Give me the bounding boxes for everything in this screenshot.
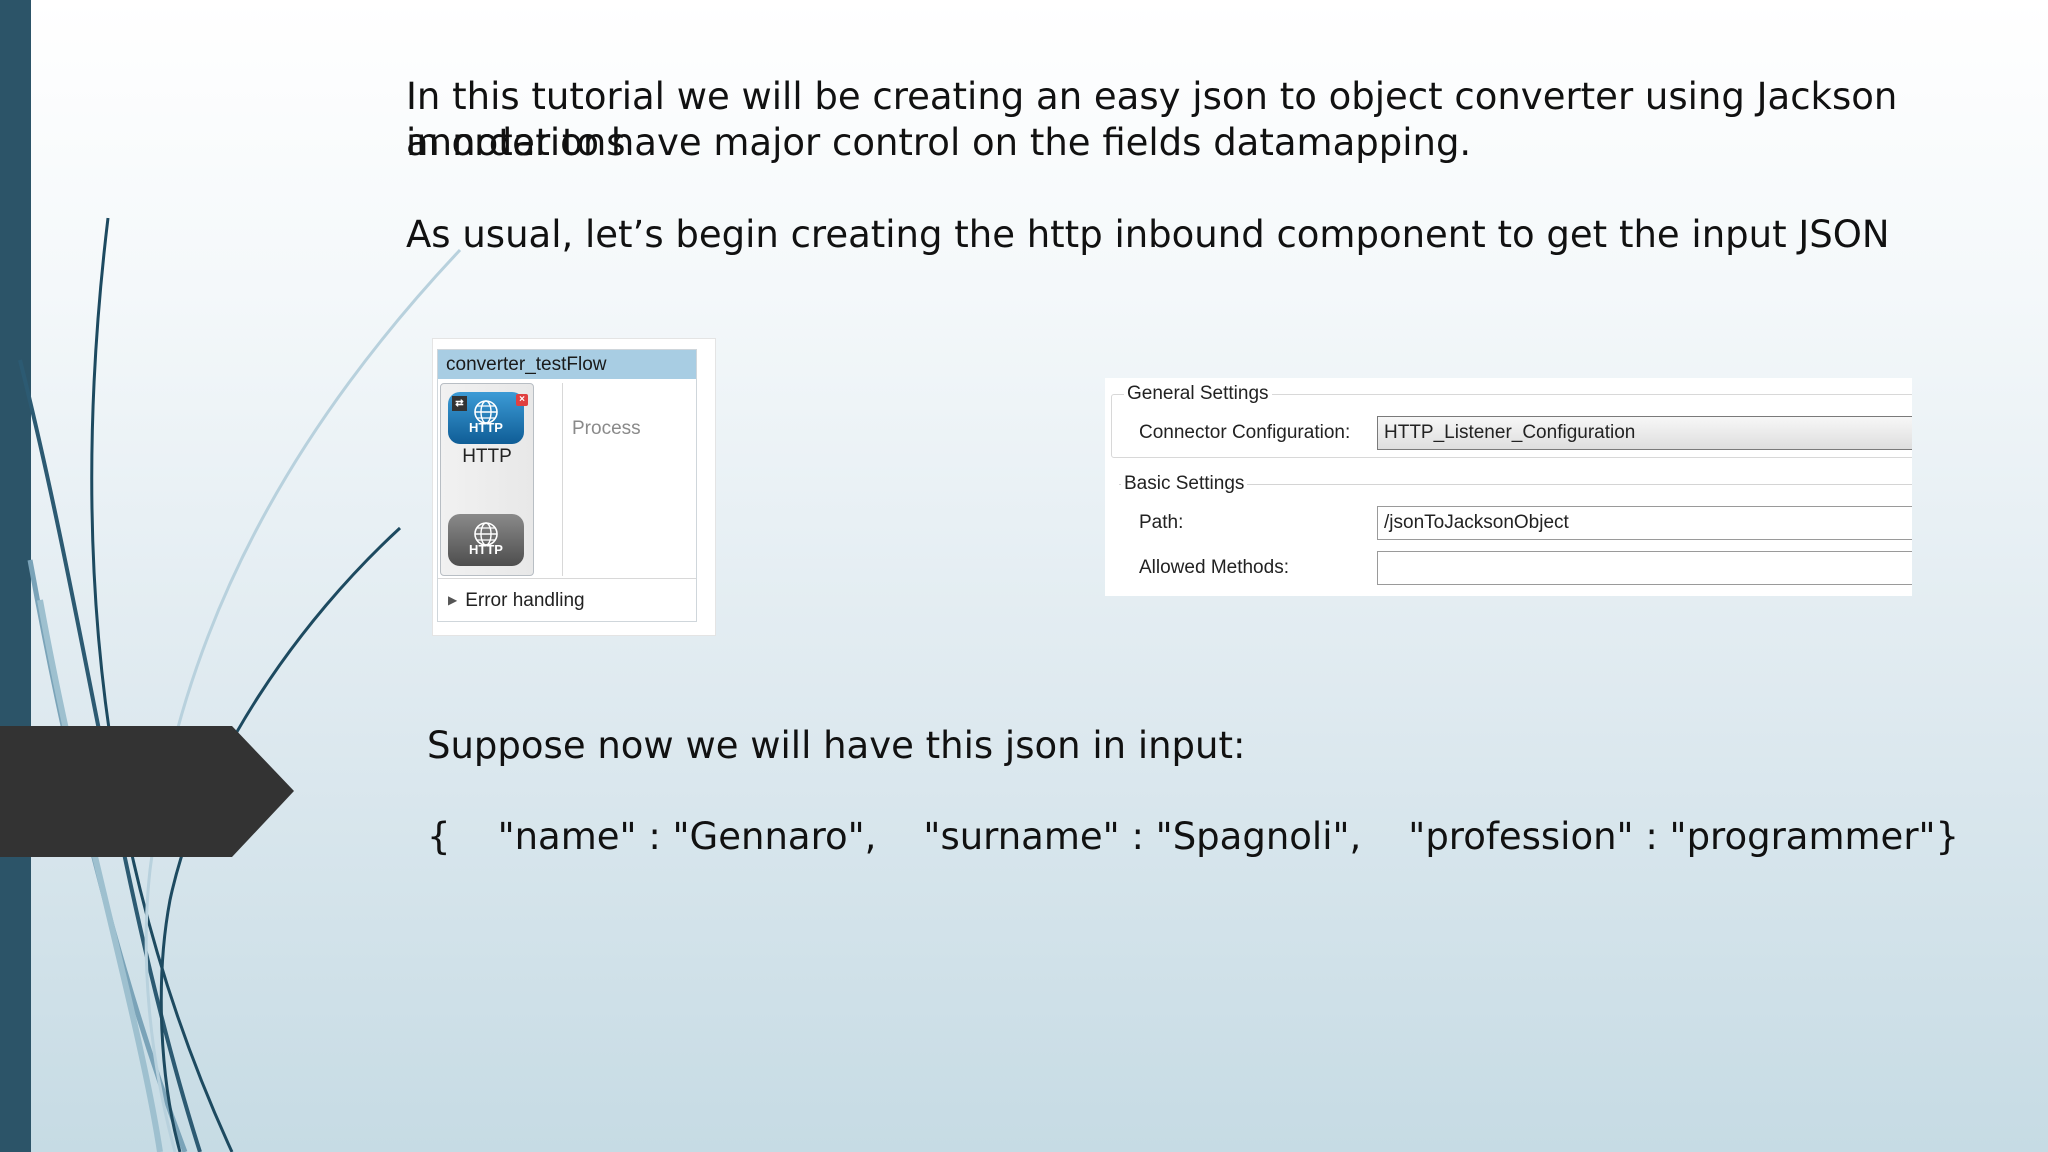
intro-text-line-2: in order to have major control on the fi… [406,121,1472,164]
http-response-icon-text: HTTP [469,541,503,557]
json-example-text: { "name" : "Gennaro", "surname" : "Spagn… [427,815,1960,858]
allowed-methods-label: Allowed Methods: [1139,557,1289,578]
process-lane-label: Process [572,418,641,439]
flow-title[interactable]: converter_testFlow [438,350,696,379]
intro-text-line-3: As usual, let’s begin creating the http … [406,213,1890,256]
basic-settings-divider [1119,484,1912,485]
suppose-text: Suppose now we will have this json in in… [427,724,1246,767]
http-response-component[interactable]: HTTP [448,514,524,566]
connector-configuration-select[interactable]: HTTP_Listener_Configuration [1377,416,1912,450]
left-accent-bar [0,0,31,1152]
path-input[interactable]: /jsonToJacksonObject [1377,506,1912,540]
error-handling-section[interactable]: ▶ Error handling [438,578,696,621]
http-component-label: HTTP [462,446,512,467]
flow-container: converter_testFlow HTTP ⇄ × HTTP [437,349,697,622]
connector-settings-screenshot: General Settings Connector Configuration… [1105,378,1912,596]
error-handling-label: Error handling [465,590,585,611]
http-listener-component[interactable]: HTTP ⇄ × [448,392,528,444]
slide-arrow-tab [0,726,294,857]
expand-triangle-icon[interactable]: ▶ [448,593,458,607]
path-label: Path: [1139,512,1184,533]
intro-text-line-1: In this tutorial we will be creating an … [406,75,1898,164]
basic-settings-title: Basic Settings [1121,473,1248,495]
http-icon-text: HTTP [469,419,503,435]
flow-canvas-screenshot: converter_testFlow HTTP ⇄ × HTTP [432,338,716,636]
general-settings-group [1111,394,1912,458]
lane-divider [562,383,563,576]
swap-icon: ⇄ [452,396,467,411]
connector-configuration-label: Connector Configuration: [1139,422,1351,443]
globe-icon [474,522,498,546]
allowed-methods-input[interactable] [1377,551,1912,585]
close-icon[interactable]: × [516,394,528,406]
general-settings-title: General Settings [1124,383,1272,405]
source-lane: HTTP ⇄ × HTTP HTTP [440,383,534,576]
globe-icon [474,400,498,424]
